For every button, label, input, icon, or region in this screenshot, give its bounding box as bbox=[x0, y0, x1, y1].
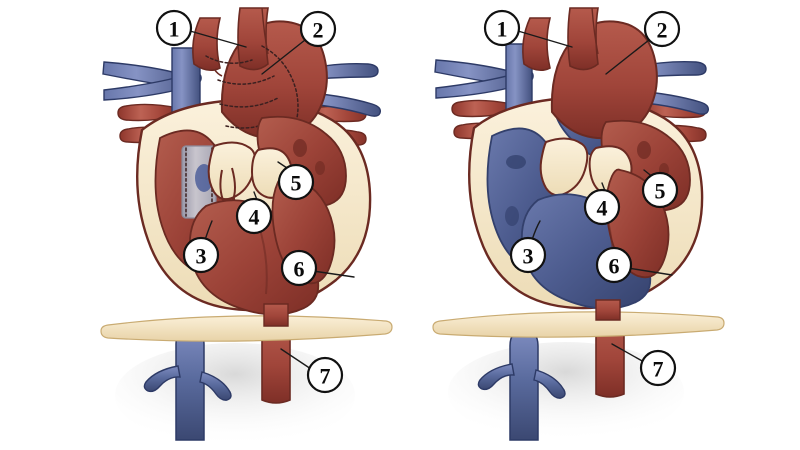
carotid-branch bbox=[567, 7, 599, 71]
carotid-branch bbox=[237, 7, 269, 71]
subclavian-branch bbox=[261, 7, 269, 55]
callout-3-number: 3 bbox=[196, 244, 207, 269]
callout-3[interactable]: 3 bbox=[509, 236, 547, 274]
callout-6-number: 6 bbox=[609, 254, 620, 279]
ivc-branch-left bbox=[477, 363, 515, 391]
leader-line-6 bbox=[312, 270, 355, 278]
callout-4[interactable]: 4 bbox=[583, 188, 621, 226]
callout-1-number: 1 bbox=[169, 17, 180, 42]
brachiocephalic-branch bbox=[522, 17, 552, 72]
inferior-vena-cava bbox=[509, 329, 539, 441]
ivc-branch-left bbox=[143, 365, 181, 393]
callout-5[interactable]: 5 bbox=[277, 163, 315, 201]
leader-line-6 bbox=[627, 267, 673, 276]
callout-1-number: 1 bbox=[497, 17, 508, 42]
ivc-branch-right bbox=[199, 371, 232, 401]
callout-7[interactable]: 7 bbox=[306, 356, 344, 394]
leader-line-7 bbox=[280, 348, 312, 370]
callout-4[interactable]: 4 bbox=[235, 197, 273, 235]
callout-2-number: 2 bbox=[313, 18, 324, 43]
callout-4-number: 4 bbox=[597, 196, 608, 221]
atrium-fossa-1 bbox=[506, 155, 526, 169]
atrium-opening-1 bbox=[293, 139, 307, 157]
callout-4-number: 4 bbox=[249, 205, 260, 230]
callout-1[interactable]: 1 bbox=[483, 9, 521, 47]
atrium-fossa-2 bbox=[505, 206, 519, 226]
leader-line-2 bbox=[261, 39, 306, 75]
diaphragm bbox=[432, 311, 725, 338]
callout-7-number: 7 bbox=[653, 357, 664, 382]
callout-5-number: 5 bbox=[291, 171, 302, 196]
callout-6-number: 6 bbox=[294, 257, 305, 282]
callout-6[interactable]: 6 bbox=[280, 249, 318, 287]
aorta-suture-low bbox=[219, 97, 279, 108]
leader-line-2 bbox=[605, 39, 650, 75]
callout-7-number: 7 bbox=[320, 364, 331, 389]
leader-line-7 bbox=[611, 343, 645, 363]
aortic-root-stub bbox=[595, 299, 621, 321]
brachiocephalic-branch bbox=[192, 17, 222, 72]
callout-2[interactable]: 2 bbox=[643, 10, 681, 48]
aorta-suture-top bbox=[205, 55, 253, 64]
aorta-suture-mid bbox=[217, 75, 275, 85]
leader-line-1 bbox=[189, 30, 247, 48]
callout-2-number: 2 bbox=[657, 18, 668, 43]
aortic-root-stub bbox=[263, 303, 289, 327]
callout-3[interactable]: 3 bbox=[182, 236, 220, 274]
callout-1[interactable]: 1 bbox=[155, 9, 193, 47]
atrium-opening-1 bbox=[637, 141, 651, 159]
callout-3-number: 3 bbox=[523, 244, 534, 269]
subclavian-branch bbox=[591, 7, 599, 55]
tricuspid-valve-leaflet bbox=[539, 137, 589, 197]
callout-2[interactable]: 2 bbox=[299, 10, 337, 48]
diaphragm bbox=[100, 315, 393, 342]
inferior-vena-cava bbox=[175, 327, 205, 441]
ivc-branch-right bbox=[533, 369, 566, 399]
atrium-opening-2 bbox=[315, 161, 325, 175]
callout-6[interactable]: 6 bbox=[595, 246, 633, 284]
callout-5-number: 5 bbox=[655, 179, 666, 204]
native-heart-diagram: 1 2 3 4 5 6 7 bbox=[432, 7, 725, 442]
callout-5[interactable]: 5 bbox=[641, 171, 679, 209]
operated-heart-diagram: 1 2 3 4 5 6 7 bbox=[100, 7, 393, 447]
callout-7[interactable]: 7 bbox=[639, 349, 677, 387]
leader-line-1 bbox=[517, 30, 573, 48]
